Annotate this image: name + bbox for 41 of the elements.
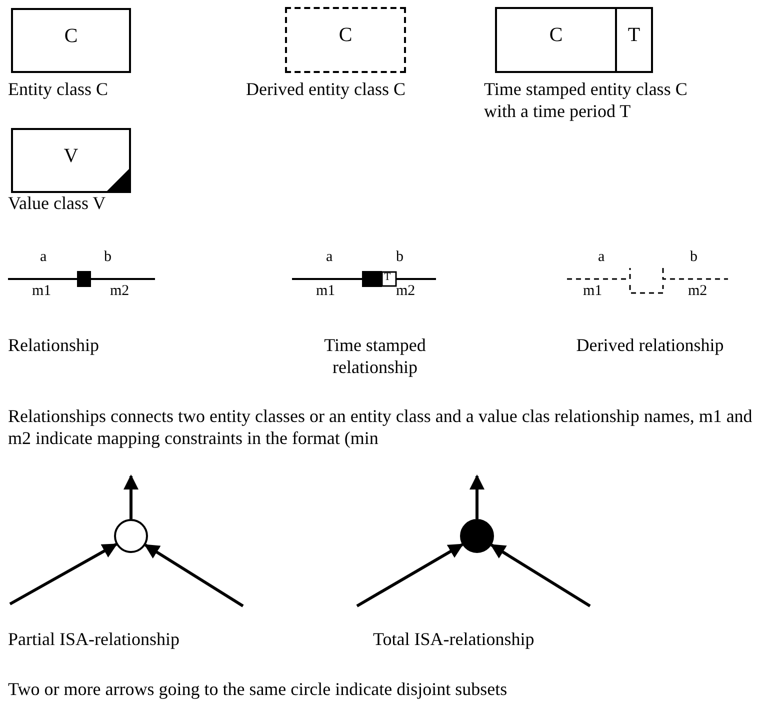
partial-isa-circle: [114, 519, 148, 553]
relationship-label: m2: [688, 284, 708, 299]
arrow: [490, 544, 591, 608]
relationship-label: m1: [32, 284, 52, 299]
time-period-text: T: [628, 25, 640, 48]
class-name: C: [64, 26, 78, 49]
relationship-label: a: [598, 250, 605, 265]
entity-box: [495, 7, 653, 73]
class-name: V: [64, 146, 78, 169]
symbol-caption: Time stamped relationship: [323, 334, 427, 378]
relationship-label: a: [326, 250, 333, 265]
relationship-label: m2: [110, 284, 130, 299]
class-name: C: [549, 25, 563, 48]
symbol-caption: Two or more arrows going to the same circle indicate disjoint subsets: [8, 678, 508, 700]
symbol-caption: Relationship: [8, 334, 99, 356]
arrow: [356, 543, 464, 608]
relationship-label: b: [104, 250, 112, 265]
symbol-caption: Derived relationship: [575, 334, 725, 356]
node-caption: Value class V: [8, 192, 106, 214]
arrow: [144, 544, 244, 608]
symbol-caption: Total ISA-relationship: [373, 628, 534, 650]
arrow: [124, 474, 138, 519]
relationship-label: b: [396, 250, 404, 265]
relationship-label: b: [690, 250, 698, 265]
derived-entity-box: [285, 7, 406, 73]
class-name: C: [338, 25, 352, 48]
node-caption: Time stamped entity class C with a time period T: [484, 78, 688, 122]
arrow: [9, 543, 118, 606]
description-text: Relationships connects two entity classes or an entity class and a value clas relationship names, m1 and m2 indicate mapping constraints in the format (min: [8, 405, 754, 449]
node-caption: Derived entity class C: [246, 78, 406, 100]
node-caption: Entity class C: [8, 78, 108, 100]
arrow: [470, 474, 484, 519]
symbol-caption: Partial ISA-relationship: [8, 628, 180, 650]
time-mark-text: T: [384, 272, 391, 283]
relationship-label: m2: [396, 284, 416, 299]
value-class-box: [11, 128, 131, 193]
relationship-label: a: [40, 250, 47, 265]
relationship-label: m1: [316, 284, 336, 299]
entity-box: [11, 8, 131, 73]
total-isa-circle: [460, 519, 494, 553]
relationship-label: m1: [583, 284, 602, 299]
